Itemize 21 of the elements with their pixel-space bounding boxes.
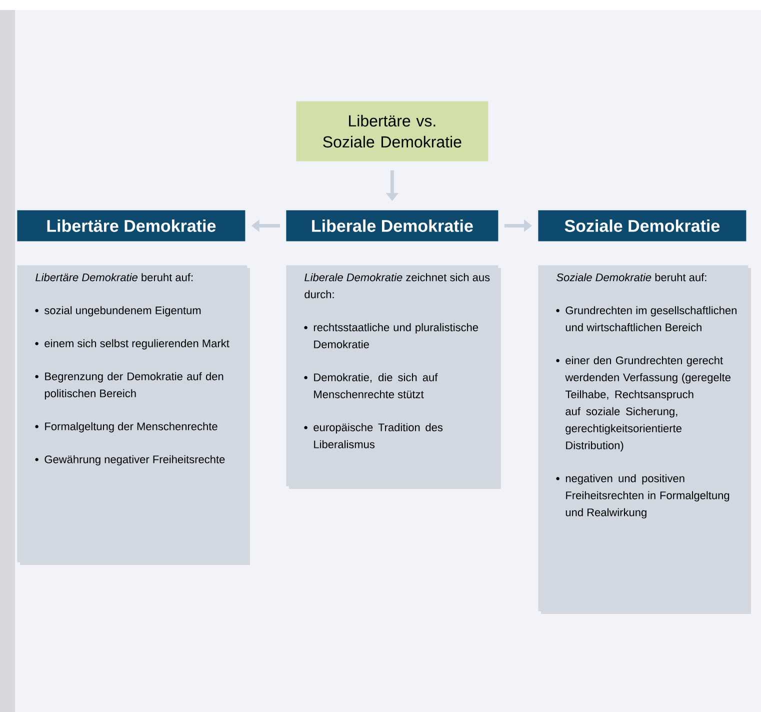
bullet-item: europäische Tradition des Liberalismus bbox=[304, 423, 443, 448]
intro-text: Soziale Demokratie beruht auf: bbox=[556, 273, 706, 282]
bullet-item: sozial ungebundenem Eigentum bbox=[35, 306, 201, 316]
bullet-item: rechtsstaatliche und pluralistische Demokratie bbox=[304, 323, 478, 348]
bullet-item: einem sich selbst regulierenden Markt bbox=[35, 339, 230, 350]
bullet-item: einer den Grundrechten gerecht werdenden Verfassung (geregelte Teilhabe, Rechtsanspruch auf soziale Sicherung, gerechtigkeitsorientierte Distribution) bbox=[556, 356, 730, 452]
header-box: Soziale Demokratie bbox=[538, 210, 746, 242]
header-box: Libertäre Demokratie bbox=[17, 210, 246, 242]
intro-text: Liberale Demokratie zeichnet sich aus durch: bbox=[304, 273, 490, 298]
text-box bbox=[538, 265, 748, 612]
intro-text: Libertäre Demokratie beruht auf: bbox=[36, 273, 193, 282]
header-box: Liberale Demokratie bbox=[286, 210, 498, 242]
bullet-item: Formalgeltung der Menschenrechte bbox=[35, 422, 218, 432]
bullet-item: Grundrechten im gesellschaftlichen und wirtschaftlichen Bereich bbox=[556, 306, 736, 332]
bullet-item: Begrenzung der Demokratie auf den politischen Bereich bbox=[35, 372, 224, 400]
bullet-item: Gewährung negativer Freiheitsrechte bbox=[35, 455, 225, 466]
bullet-item: negativen und positiven Freiheitsrechten in Formalgeltung und Realwirkung bbox=[556, 474, 730, 518]
title-box: Libertäre vs. Soziale Demokratie bbox=[296, 101, 488, 162]
bullet-item: Demokratie, die sich auf Menschenrechte stützt bbox=[304, 373, 438, 398]
text-box bbox=[286, 265, 498, 486]
text-box bbox=[17, 265, 248, 562]
